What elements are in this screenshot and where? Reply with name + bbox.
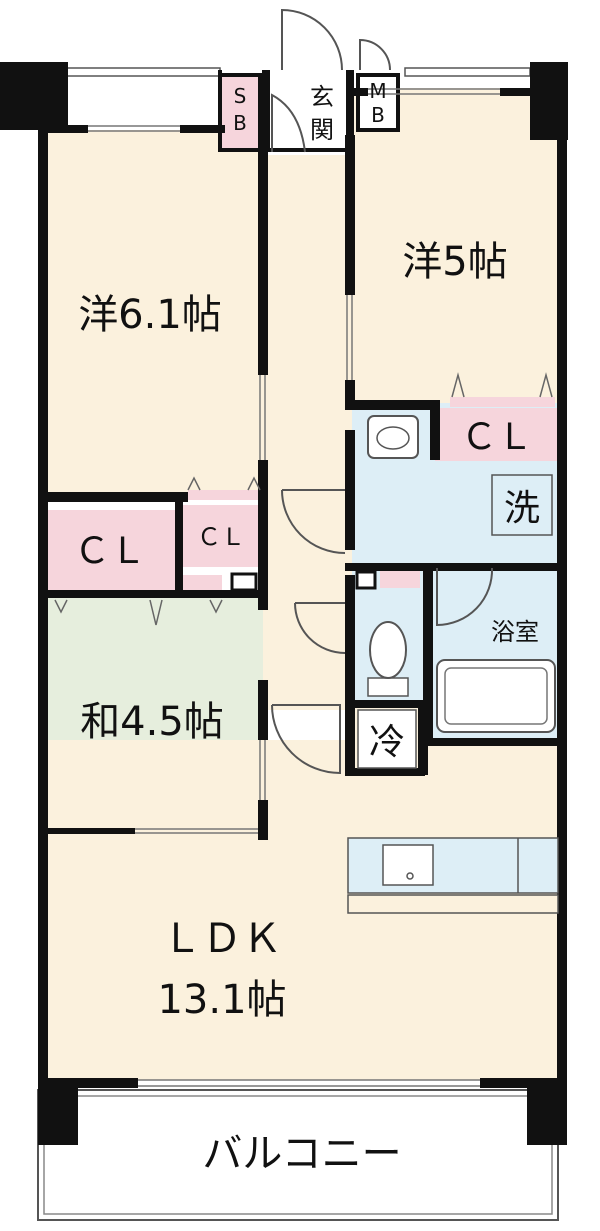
pipe-space-1: [230, 572, 258, 592]
corridor-floor: [263, 150, 353, 710]
closet-small: [182, 505, 260, 567]
closet-left-large: [45, 510, 175, 590]
western-room-left-floor: [45, 130, 263, 495]
room-label-western-left: 洋6.1帖: [78, 292, 222, 338]
pipe-space-2: [355, 570, 377, 590]
room-label-ldk-size: 13.1帖: [157, 977, 286, 1023]
western-room-right-floor: [352, 88, 560, 403]
room-label-western-right: 洋5帖: [402, 239, 507, 285]
shoe-box-label-b: B: [233, 111, 247, 135]
walls: [0, 62, 568, 1145]
washbasin-icon: [367, 415, 419, 459]
doors: [271, 8, 494, 775]
meter-box-label-b: B: [371, 103, 385, 127]
balcony-inner: [43, 1095, 553, 1215]
entrance-floor: [268, 75, 348, 155]
closet-right: [435, 408, 560, 461]
closet-door-marks: [54, 372, 553, 626]
shoe-box-label-s: S: [234, 84, 247, 108]
balcony-outline: [37, 1089, 559, 1221]
meter-box: [356, 73, 400, 132]
room-label-balcony: バルコニー: [202, 1131, 401, 1177]
fridge-box: [357, 709, 417, 769]
windows: [88, 88, 500, 1087]
top-ledge-right: [404, 67, 531, 77]
toilet-tank: [367, 677, 409, 697]
closet-strip-bottom: [182, 575, 222, 590]
room-label-bath: 浴室: [491, 618, 539, 646]
entrance-label-2: 関: [310, 116, 334, 144]
closet-right-strip: [450, 397, 555, 407]
entrance-label-1: 玄: [310, 83, 334, 111]
washer-box: [491, 474, 553, 536]
meter-box-label-m: M: [369, 79, 386, 103]
bathtub-inner: [444, 667, 548, 725]
closet-label-left: ＣＬ: [74, 531, 146, 572]
closet-label-right: ＣＬ: [461, 417, 533, 458]
toilet-icon: [369, 621, 407, 679]
small-storage-pink: [380, 568, 420, 588]
bathtub-icon: [436, 659, 556, 733]
sink-bowl: [376, 426, 410, 450]
closet-label-small: ＣＬ: [197, 523, 245, 551]
room-label-japanese: 和4.5帖: [80, 699, 224, 745]
counter-ledge: [347, 894, 559, 914]
kitchen-counter: [347, 837, 559, 894]
closet-strip-top: [188, 490, 260, 500]
sink-drain: [406, 872, 414, 880]
ldk-floor-left: [45, 830, 263, 1080]
fridge-label: 冷: [369, 722, 405, 763]
washer-label: 洗: [504, 488, 540, 529]
room-label-ldk: ＬＤＫ: [162, 916, 282, 962]
